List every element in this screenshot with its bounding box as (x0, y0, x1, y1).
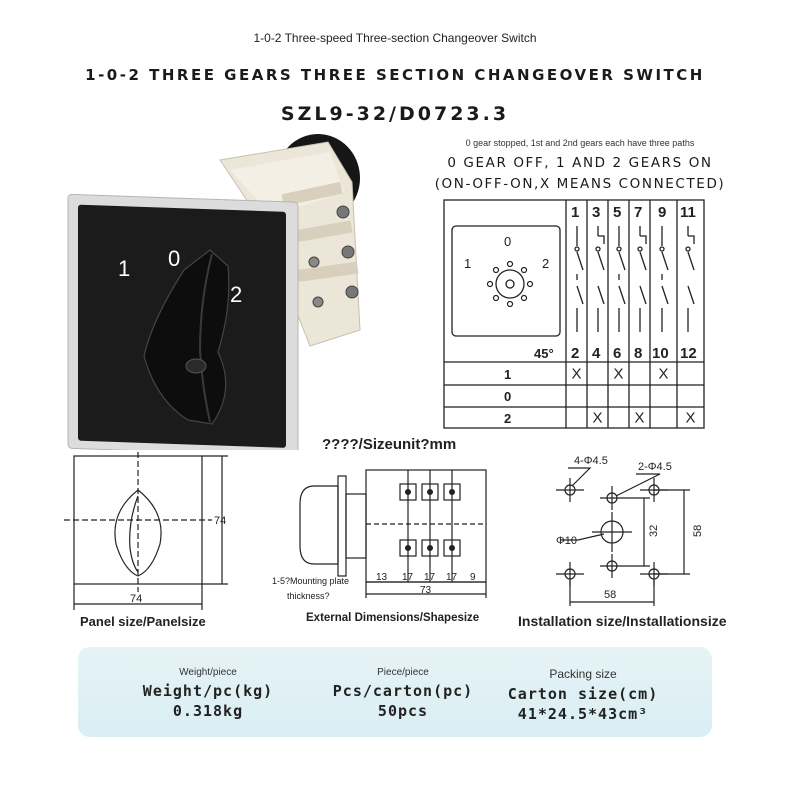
external-caption: External Dimensions/Shapesize (306, 612, 480, 624)
mount-note-1: 1-5?Mounting plate (272, 576, 350, 586)
panel-height-value: 74 (214, 515, 226, 527)
packing-value: 41*24.5*43cm³ (517, 705, 649, 723)
terminal-1: 1 (571, 204, 579, 221)
description-line-1: 0 GEAR OFF, 1 AND 2 GEARS ON (447, 155, 713, 171)
terminal-7: 7 (634, 204, 642, 221)
contact-mark: X (614, 366, 624, 383)
mount-note-2: thickness? (287, 591, 330, 601)
dial-label-0: 0 (168, 246, 180, 271)
ext-seg-17b: 17 (424, 572, 436, 583)
ext-seg-9: 9 (470, 572, 476, 583)
panel-size-caption: Panel size/Panelsize (80, 614, 206, 629)
hole-b-label: 2-Φ4.5 (638, 461, 672, 473)
installation-caption: Installation size/Installationsize (518, 613, 727, 629)
contact-table: 0 1 2 45° 1 3 5 7 9 11 2 4 6 8 10 12 1 0… (443, 199, 705, 429)
packing-column: Packing size Carton size(cm) 41*24.5*43c… (498, 647, 668, 723)
weight-value: 0.318kg (172, 702, 244, 720)
external-dimensions-drawing: 13 17 17 17 9 73 (299, 469, 487, 598)
pieces-value: 50pcs (377, 702, 429, 720)
pieces-small-label: Piece/piece (377, 667, 429, 678)
dial-pos-1: 1 (464, 256, 471, 271)
weight-title: Weight/pc(kg) (142, 682, 274, 700)
panel-size-drawing: 74 74 (64, 452, 228, 610)
contact-mark: X (659, 366, 669, 383)
installation-drawing: 4-Φ4.5 2-Φ4.5 Φ10 32 58 58 (556, 455, 704, 606)
contact-mark: X (572, 366, 582, 383)
terminal-2: 2 (571, 345, 579, 362)
hole-a-label: 4-Φ4.5 (574, 455, 608, 467)
switch-product-image: 1 0 2 (67, 134, 361, 450)
packing-small-label: Packing size (549, 667, 617, 681)
small-title: 1-0-2 Three-speed Three-section Changeov… (253, 31, 537, 45)
terminal-10: 10 (652, 345, 669, 362)
model-number: SZL9-32/D0723.3 (280, 103, 510, 125)
dial-label-1: 1 (118, 256, 130, 281)
install-width-label: 58 (604, 589, 616, 601)
size-unit-label: ????/Sizeunit?mm (322, 436, 457, 453)
row-pos-2: 2 (504, 411, 511, 426)
inner-height-label: 32 (648, 525, 660, 537)
contact-mark: X (635, 410, 645, 427)
panel-width-value: 74 (130, 593, 142, 605)
contact-symbols (574, 226, 695, 332)
description-small: 0 gear stopped, 1st and 2nd gears each h… (465, 138, 695, 148)
terminal-12: 12 (680, 345, 697, 362)
contact-mark: X (686, 410, 696, 427)
pieces-title: Pcs/carton(pc) (332, 682, 474, 700)
main-title: 1-0-2 THREE GEARS THREE SECTION CHANGEOV… (85, 66, 705, 84)
weight-column: Weight/piece Weight/pc(kg) 0.318kg (128, 647, 288, 720)
weight-small-label: Weight/piece (179, 667, 237, 678)
terminal-4: 4 (592, 345, 601, 362)
terminal-8: 8 (634, 345, 642, 362)
description-line-2: (ON-OFF-ON,X MEANS CONNECTED) (434, 176, 726, 192)
ext-seg-13: 13 (376, 572, 388, 583)
terminal-5: 5 (613, 204, 621, 221)
specs-panel: Weight/piece Weight/pc(kg) 0.318kg Piece… (78, 647, 712, 737)
terminal-11: 11 (680, 204, 696, 221)
terminal-3: 3 (592, 204, 600, 221)
packing-title: Carton size(cm) (507, 685, 659, 703)
pieces-column: Piece/piece Pcs/carton(pc) 50pcs (318, 647, 488, 720)
dial-pos-2: 2 (542, 256, 549, 271)
outer-height-label: 58 (692, 525, 704, 537)
ext-seg-17c: 17 (446, 572, 458, 583)
ext-seg-17a: 17 (402, 572, 414, 583)
angle-label: 45° (534, 346, 554, 361)
dial-ticks (486, 260, 534, 308)
dial-pos-0: 0 (504, 234, 511, 249)
terminal-9: 9 (658, 204, 666, 221)
center-hole-label: Φ10 (556, 535, 577, 547)
ext-total: 73 (420, 585, 432, 596)
dial-label-2: 2 (230, 282, 242, 307)
contact-mark: X (593, 410, 603, 427)
row-pos-1: 1 (504, 367, 511, 382)
row-pos-0: 0 (504, 389, 511, 404)
terminal-6: 6 (613, 345, 621, 362)
